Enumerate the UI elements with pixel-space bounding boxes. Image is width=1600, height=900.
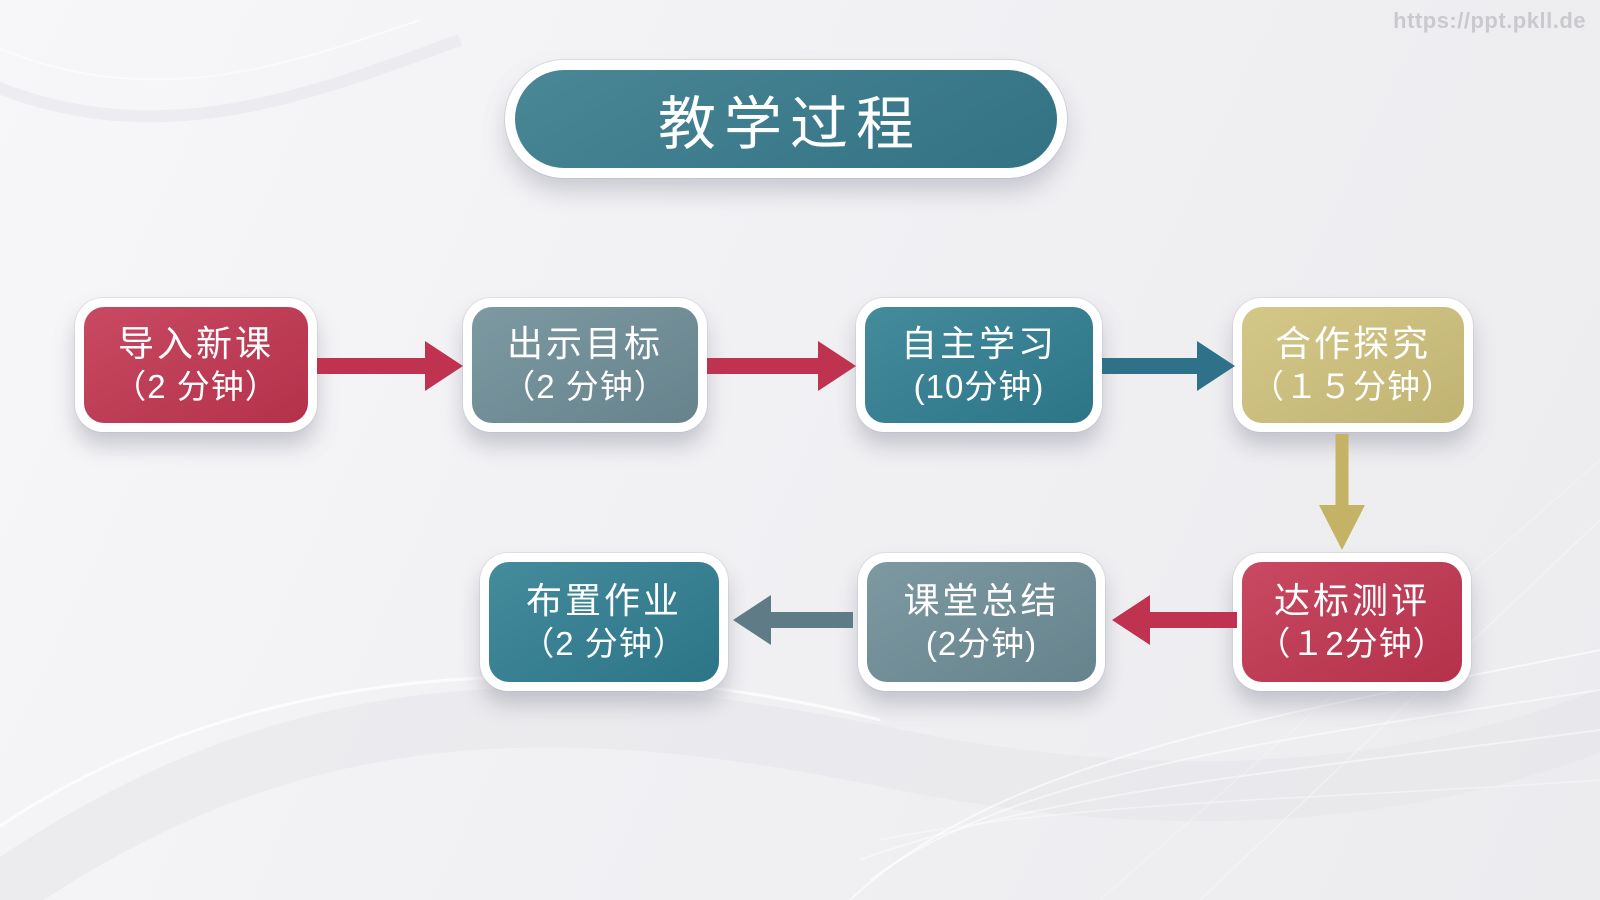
intro-to-goals-arrow [317, 341, 463, 391]
node-time: （2 分钟） [502, 368, 668, 406]
flow-node-homework-fill: 布置作业 （2 分钟） [489, 562, 719, 682]
node-label: 自主学习 [900, 323, 1057, 365]
node-time: (2分钟) [925, 625, 1038, 663]
flow-node-assess-fill: 达标测评 （１2分钟） [1242, 562, 1462, 682]
node-label: 导入新课 [117, 323, 274, 365]
flow-node-intro-fill: 导入新课 （2 分钟） [84, 307, 308, 423]
flow-node-summary: 课堂总结 (2分钟) [858, 553, 1105, 691]
node-label: 合作探究 [1274, 323, 1431, 365]
flow-node-goals-fill: 出示目标 （2 分钟） [472, 307, 698, 423]
flow-node-cooperate: 合作探究 （１５分钟） [1233, 298, 1473, 432]
flow-node-assess: 达标测评 （１2分钟） [1233, 553, 1471, 691]
slide-title-fill: 教学过程 [515, 70, 1057, 168]
flow-node-goals: 出示目标 （2 分钟） [463, 298, 707, 432]
slide-title-pill: 教学过程 [505, 60, 1067, 178]
slide-title-text: 教学过程 [657, 92, 922, 157]
node-label: 布置作业 [525, 580, 682, 622]
assess-to-summary-arrow [1112, 595, 1237, 645]
node-time: （１2分钟） [1257, 625, 1447, 663]
node-time: （2 分钟） [521, 625, 687, 663]
flow-node-self-study-fill: 自主学习 (10分钟) [865, 307, 1093, 423]
goals-to-self-study-arrow [707, 341, 856, 391]
flow-node-summary-fill: 课堂总结 (2分钟) [867, 562, 1096, 682]
cooperate-to-assess-arrow [1319, 434, 1365, 550]
summary-to-homework-arrow [733, 595, 853, 645]
self-study-to-cooperate-arrow [1102, 341, 1235, 391]
flow-node-homework: 布置作业 （2 分钟） [480, 553, 728, 691]
watermark-url: https://ppt.pkll.de [1393, 8, 1586, 33]
node-time: （2 分钟） [113, 368, 279, 406]
flow-node-intro: 导入新课 （2 分钟） [75, 298, 317, 432]
node-label: 出示目标 [506, 323, 663, 365]
node-time: (10分钟) [913, 368, 1045, 406]
node-label: 达标测评 [1273, 580, 1430, 622]
node-label: 课堂总结 [903, 580, 1060, 622]
flow-node-self-study: 自主学习 (10分钟) [856, 298, 1102, 432]
node-time: （１５分钟） [1251, 368, 1455, 406]
flow-node-cooperate-fill: 合作探究 （１５分钟） [1242, 307, 1464, 423]
